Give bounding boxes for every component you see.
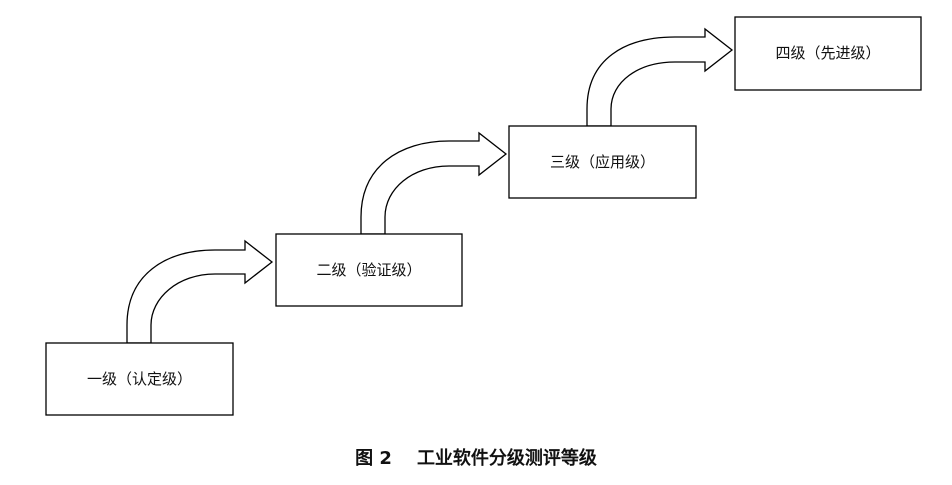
level-label-4: 四级（先进级） [775, 44, 880, 62]
level-box-2: 二级（验证级） [275, 233, 463, 307]
level-label-3: 三级（应用级） [550, 153, 655, 171]
arrow-level3-to-level4 [586, 27, 734, 127]
level-box-1: 一级（认定级） [45, 342, 234, 416]
level-label-2: 二级（验证级） [316, 261, 421, 279]
figure-caption: 图 2 工业软件分级测评等级 [0, 444, 952, 470]
arrow-level1-to-level2 [126, 239, 274, 344]
figure-title: 工业软件分级测评等级 [416, 448, 597, 469]
level-label-1: 一级（认定级） [87, 370, 192, 388]
level-box-3: 三级（应用级） [508, 125, 697, 199]
level-box-4: 四级（先进级） [734, 16, 922, 91]
figure-number: 图 2 [355, 448, 392, 469]
arrow-level2-to-level3 [360, 131, 508, 235]
